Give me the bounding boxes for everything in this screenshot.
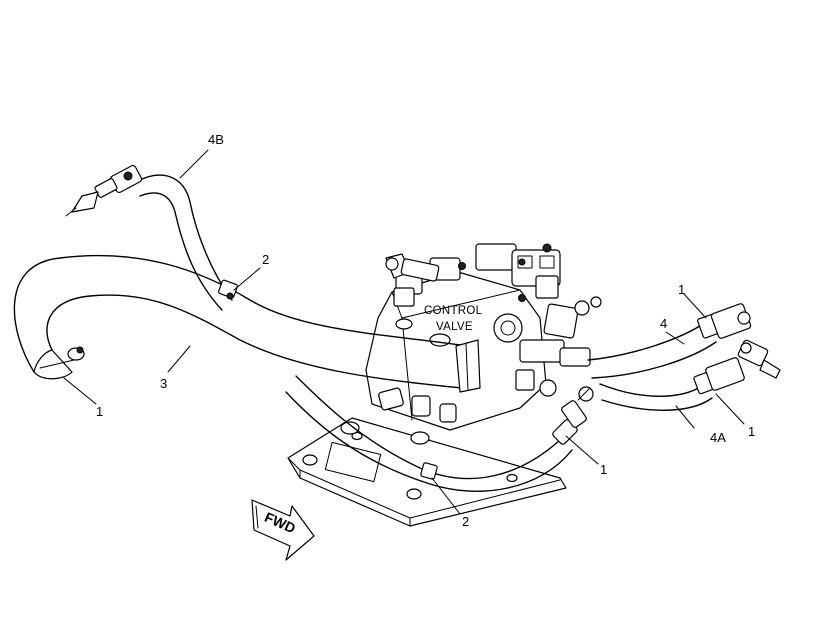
clamp-top (218, 279, 238, 300)
hose-4a (599, 383, 713, 411)
callout-4: 4 (660, 316, 667, 331)
hose-lower (285, 375, 591, 492)
control-valve-label-line1: CONTROL (424, 305, 483, 317)
hose-4b (65, 164, 233, 311)
right-fittings (693, 303, 781, 395)
callout-1-center: 1 (600, 462, 607, 477)
callout-1-right-top: 1 (678, 282, 685, 297)
hose-4 (587, 321, 717, 379)
control-valve-label-line2: VALVE (436, 321, 473, 333)
callout-4b: 4B (208, 132, 224, 147)
hose-3 (13, 254, 481, 393)
callout-2-bottom: 2 (462, 514, 469, 529)
callout-4a: 4A (710, 430, 726, 445)
callout-1-right-bottom: 1 (748, 424, 755, 439)
callout-1-left: 1 (96, 404, 103, 419)
callout-3: 3 (160, 376, 167, 391)
fwd-direction-arrow: FWD (251, 499, 315, 561)
callout-2-top: 2 (262, 252, 269, 267)
leader-lines (63, 149, 745, 515)
